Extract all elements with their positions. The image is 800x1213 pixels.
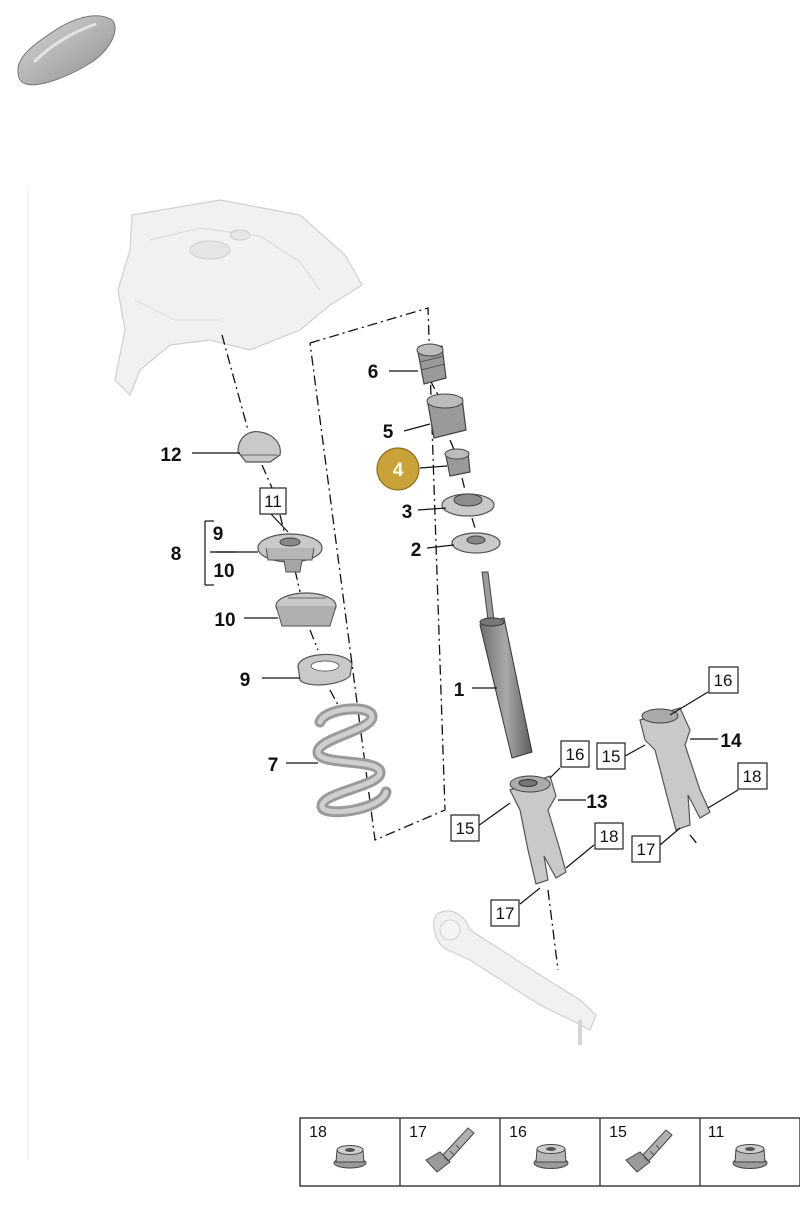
- callout-numbers: 6 5 3 2 1 12 8 9 10 10 9 7 13 14: [160, 362, 742, 813]
- boxed-callout-16-center-text: 16: [566, 745, 585, 764]
- callout-2[interactable]: 2: [411, 540, 422, 561]
- bolt-icon: [425, 1127, 475, 1173]
- control-arm-ghost: [433, 910, 597, 1045]
- boxed-callout-15-center-text: 15: [456, 819, 475, 838]
- part-4-spacer[interactable]: [444, 448, 471, 477]
- part-9-spring-pad[interactable]: [297, 653, 353, 686]
- callout-6[interactable]: 6: [368, 362, 379, 383]
- callout-14[interactable]: 14: [720, 731, 742, 752]
- boxed-callout-18-center[interactable]: 18: [594, 822, 624, 850]
- callout-8[interactable]: 8: [171, 544, 182, 565]
- boxed-callout-17-right[interactable]: 17: [631, 835, 661, 863]
- part-13-bracket[interactable]: [509, 775, 567, 885]
- part-5-protective-cap[interactable]: [426, 393, 467, 439]
- car-icon: [17, 15, 116, 86]
- callout-7[interactable]: 7: [268, 755, 279, 776]
- fastener-cell-17[interactable]: 17: [409, 1124, 475, 1173]
- part-6-bump-stop[interactable]: [416, 343, 447, 385]
- boxed-callout-16-right-text: 16: [714, 671, 733, 690]
- fastener-number: 17: [409, 1124, 427, 1141]
- fastener-number: 11: [708, 1124, 725, 1141]
- assembly-guide-lines: [221, 307, 699, 971]
- callout-1[interactable]: 1: [454, 680, 465, 701]
- fastener-number: 15: [609, 1124, 627, 1141]
- boxed-callout-11-text: 11: [264, 492, 282, 511]
- part-12-cap[interactable]: [237, 431, 281, 463]
- callout-10-top[interactable]: 10: [213, 561, 234, 582]
- callout-10[interactable]: 10: [214, 610, 235, 631]
- part-2-spring-plate[interactable]: [451, 532, 501, 554]
- part-7-coil-spring[interactable]: [312, 703, 392, 818]
- highlight-callout-4[interactable]: 4: [376, 447, 420, 491]
- callout-12[interactable]: 12: [160, 445, 181, 466]
- part-3-support-bearing[interactable]: [441, 493, 495, 517]
- leader-lines: [192, 370, 739, 905]
- boxed-callout-16-right[interactable]: 16: [708, 666, 739, 694]
- bolt-icon: [625, 1129, 673, 1173]
- boxed-callout-15-right-text: 15: [602, 747, 621, 766]
- callout-5[interactable]: 5: [383, 422, 394, 443]
- boxed-callout-15-right[interactable]: 15: [596, 742, 626, 770]
- highlight-number: 4: [393, 460, 404, 481]
- part-10-spring-seat[interactable]: [275, 592, 337, 627]
- flange-nut-icon: [732, 1144, 768, 1169]
- boxed-callout-15-center[interactable]: 15: [450, 814, 480, 842]
- boxed-callouts: 11 16 15 18 17 16 15 18: [259, 487, 768, 927]
- fastener-table: 18 17 16 15: [299, 1117, 800, 1187]
- callout-9-top[interactable]: 9: [213, 524, 224, 545]
- boxed-callout-11[interactable]: 11: [259, 487, 287, 515]
- boxed-callout-18-right-text: 18: [743, 767, 762, 786]
- flange-nut-icon: [533, 1144, 569, 1169]
- flange-nut-icon: [333, 1145, 367, 1169]
- part-14-bracket[interactable]: [639, 707, 711, 831]
- boxed-callout-17-right-text: 17: [637, 840, 656, 859]
- boxed-callout-18-right[interactable]: 18: [737, 762, 768, 790]
- boxed-callout-17-center[interactable]: 17: [490, 899, 520, 927]
- boxed-callout-17-center-text: 17: [496, 904, 515, 923]
- fastener-cell-16[interactable]: 16: [509, 1124, 569, 1169]
- fastener-number: 18: [309, 1124, 327, 1141]
- callout-13[interactable]: 13: [586, 792, 607, 813]
- boxed-callout-18-center-text: 18: [600, 827, 619, 846]
- callout-9[interactable]: 9: [240, 670, 251, 691]
- boxed-callout-16-center[interactable]: 16: [560, 740, 590, 768]
- fastener-cell-18[interactable]: 18: [309, 1124, 367, 1169]
- fastener-cell-11[interactable]: 11: [708, 1124, 768, 1169]
- part-8-top-mount[interactable]: [257, 533, 323, 573]
- callout-3[interactable]: 3: [402, 502, 413, 523]
- strut-tower-ghost: [114, 199, 363, 397]
- fastener-cell-15[interactable]: 15: [609, 1124, 673, 1173]
- fastener-number: 16: [509, 1124, 527, 1141]
- part-1-shock-absorber[interactable]: [479, 571, 533, 759]
